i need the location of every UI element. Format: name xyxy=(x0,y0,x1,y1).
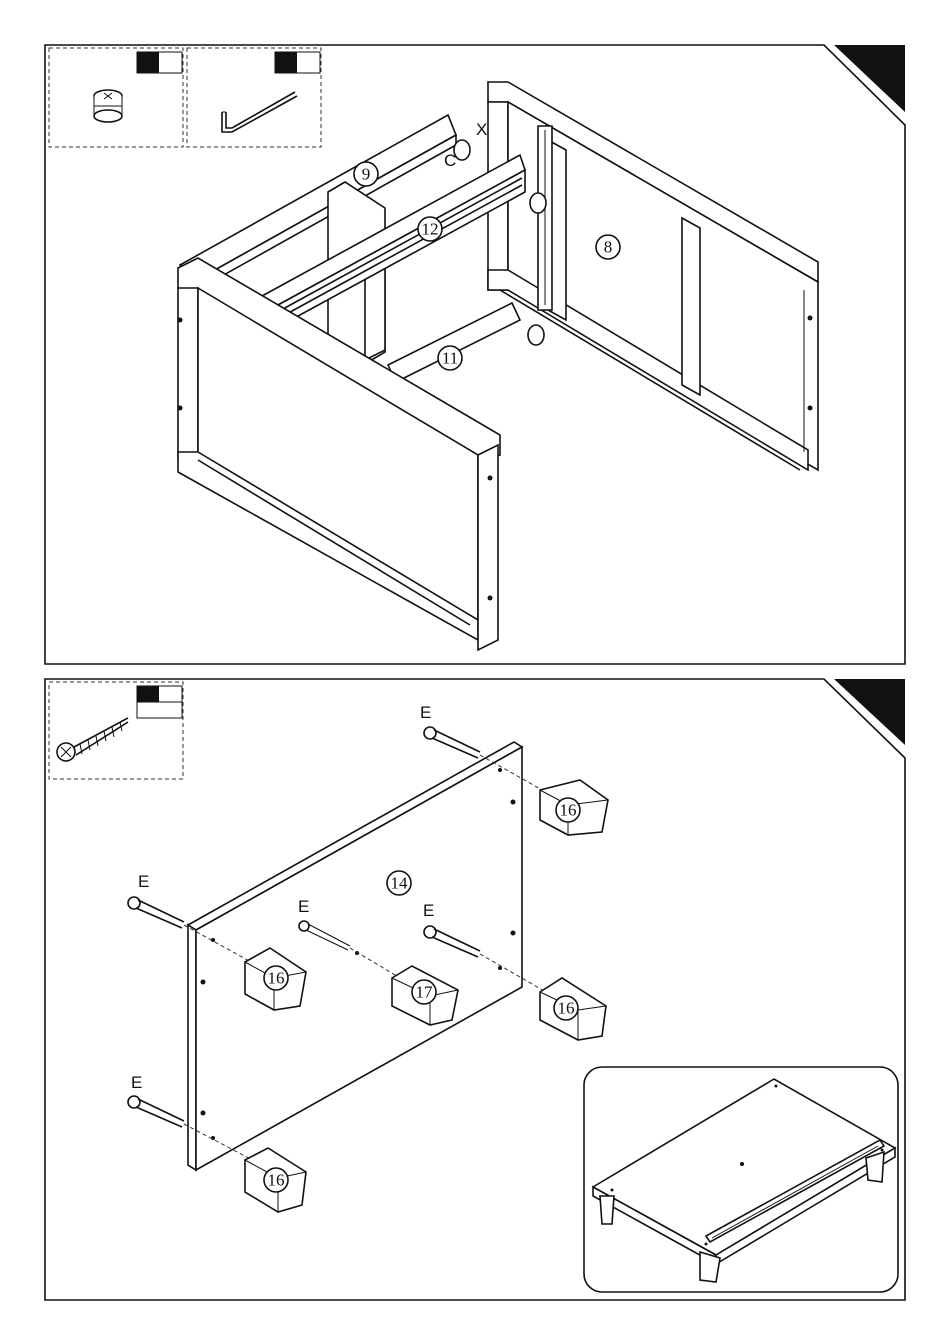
step-2-panel: E E E E xyxy=(45,679,905,1300)
part-16-foot-top: 16 xyxy=(540,780,608,835)
part-number-9: 9 xyxy=(354,162,378,186)
part-14-board xyxy=(188,742,522,1170)
vertical-bracket xyxy=(538,126,552,310)
svg-text:E: E xyxy=(298,897,309,916)
assembled-base-illustration xyxy=(593,1079,895,1282)
part-number-14: 14 xyxy=(387,871,411,895)
step-1-panel: X C 9 12 8 11 xyxy=(45,45,905,664)
svg-text:9: 9 xyxy=(362,165,371,184)
part-number-11: 11 xyxy=(438,346,462,370)
part-number-8: 8 xyxy=(596,235,620,259)
cam-lock-icon xyxy=(94,90,122,122)
svg-text:16: 16 xyxy=(268,1171,285,1190)
part-number-12: 12 xyxy=(418,217,442,241)
svg-text:14: 14 xyxy=(391,874,409,893)
svg-text:16: 16 xyxy=(268,969,285,988)
svg-text:17: 17 xyxy=(416,983,434,1002)
step-corner-flag-icon xyxy=(834,45,905,112)
quantity-indicator xyxy=(275,52,320,73)
svg-text:12: 12 xyxy=(422,220,439,239)
screw-icon xyxy=(128,897,184,928)
svg-text:8: 8 xyxy=(604,238,613,257)
svg-text:E: E xyxy=(138,872,149,891)
hardware-box-allen-key xyxy=(187,48,321,147)
part-16-foot-right: 16 xyxy=(540,978,606,1040)
hardware-box-cam-lock xyxy=(49,48,183,147)
svg-text:E: E xyxy=(131,1073,142,1092)
allen-key-icon xyxy=(222,92,297,132)
svg-text:16: 16 xyxy=(558,999,575,1018)
hardware-label-c: C xyxy=(444,151,456,170)
screw-icon xyxy=(424,727,480,758)
part-16-foot-bottom: 16 xyxy=(245,1148,306,1212)
result-inset xyxy=(584,1067,898,1292)
step-corner-flag-icon xyxy=(834,679,905,745)
part-12-metal-rail xyxy=(262,155,525,333)
svg-text:16: 16 xyxy=(560,801,577,820)
quantity-indicator xyxy=(137,52,182,73)
hardware-label-x: X xyxy=(476,120,487,139)
svg-text:E: E xyxy=(423,901,434,920)
hardware-box-screw xyxy=(49,682,183,779)
svg-text:E: E xyxy=(420,703,431,722)
svg-text:11: 11 xyxy=(442,349,458,368)
screw-icon xyxy=(128,1096,184,1127)
quantity-indicator xyxy=(137,686,182,718)
screw-icon xyxy=(57,718,128,761)
